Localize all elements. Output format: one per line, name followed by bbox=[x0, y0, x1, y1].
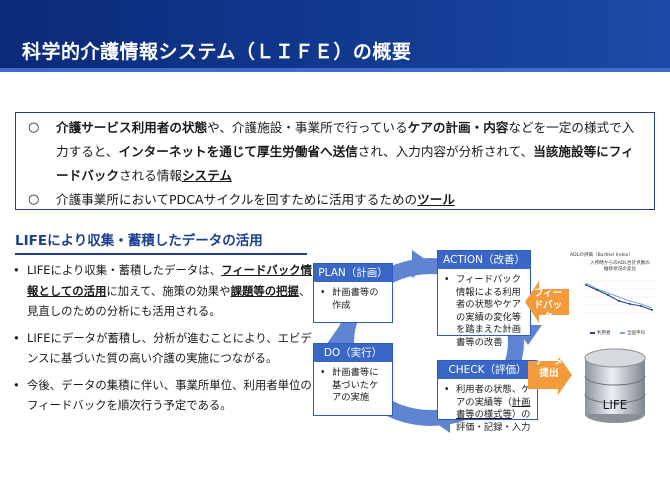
bullet-dot-icon: • bbox=[13, 263, 20, 277]
bullet-dot-icon: • bbox=[444, 274, 450, 285]
do-stage-body: • 計画書等に基づいたケアの実施 bbox=[314, 362, 392, 409]
text-segment: 今後、データの集積に伴い、事業所単位、利用者単位のフィードバックを順次行う予定で… bbox=[27, 377, 312, 413]
plan-stage: PLAN（計画） • 計画書等の作成 bbox=[313, 263, 393, 323]
feedback-chart-thumbnail: ADLの評価（Barthel Index） 入所時からのADL合計点数の推移状況… bbox=[566, 246, 661, 346]
text-segment: ケアの計画・内容 bbox=[407, 120, 509, 135]
circle-bullet-icon: ○ bbox=[28, 120, 40, 135]
text-segment: 課題等の把握 bbox=[230, 283, 299, 298]
text-segment: などを一定の様式で入力すると、 bbox=[56, 120, 635, 159]
text-segment: LIFEにデータが蓄積し、分析が進むことにより、エビデンスに基づいた質の高い介護… bbox=[27, 330, 312, 366]
cycle-arrow-right-icon bbox=[412, 250, 432, 278]
check-text-underlined: 計画書等の様式等 bbox=[456, 396, 531, 421]
plan-stage-title: PLAN（計画） bbox=[314, 264, 392, 282]
plan-stage-body: • 計画書等の作成 bbox=[314, 282, 392, 316]
action-stage-text: フィードバック情報による利用者の状態やケアの実績の変化等を踏まえた計画書等の改善 bbox=[456, 274, 522, 348]
title-bar: 科学的介護情報システム（ＬＩＦＥ）の概要 bbox=[0, 0, 670, 72]
mini-chart-legend-national: 全国平均 bbox=[627, 331, 645, 336]
summary-row: ○ 介護サービス利用者の状態や、介護施設・事業所で行っているケアの計画・内容など… bbox=[28, 116, 644, 188]
check-stage-body: • 利用者の状態、ケアの実績等（計画書等の様式等）の評価・記録・入力 bbox=[438, 379, 537, 438]
mini-chart-title: ADLの評価（Barthel Index） bbox=[570, 253, 633, 258]
check-text-post: ）の評価・記録・入力 bbox=[456, 409, 531, 433]
text-segment: 当該施設等にフィードバック bbox=[56, 144, 634, 183]
cycle-arrow-up-icon bbox=[326, 325, 354, 345]
bullet-dot-icon: • bbox=[13, 377, 20, 392]
text-segment: や、介護施設・事業所で行っている bbox=[207, 120, 408, 135]
title-stripe bbox=[0, 68, 670, 72]
list-item: • LIFEにより収集・蓄積したデータは、フィードバック情報としての活用に加えて… bbox=[13, 260, 313, 322]
action-stage-body: • フィードバック情報による利用者の状態やケアの実績の変化等を踏まえた計画書等の… bbox=[438, 269, 530, 354]
summary-row-text: 介護事業所においてPDCAサイクルを回すために活用するためのツール bbox=[56, 192, 455, 207]
page-title: 科学的介護情報システム（ＬＩＦＥ）の概要 bbox=[22, 41, 412, 63]
text-segment: インターネットを通じて厚生労働省へ送信 bbox=[118, 144, 358, 159]
do-stage-text: 計画書等に基づいたケアの実施 bbox=[332, 367, 379, 404]
data-submit-label: データ提出 bbox=[534, 356, 564, 379]
mini-chart-legend-user: 利用者 bbox=[597, 331, 611, 336]
feedback-label: フィードバック bbox=[533, 288, 563, 323]
do-stage: DO（実行） • 計画書等に基づいたケアの実施 bbox=[313, 343, 393, 416]
text-segment: LIFEにより収集・蓄積したデータは、 bbox=[27, 263, 222, 277]
text-segment: 介護サービス利用者の状態 bbox=[56, 120, 208, 135]
feedback-arrow-icon bbox=[525, 281, 569, 323]
text-segment: される情報 bbox=[118, 168, 182, 183]
mini-chart-plot bbox=[582, 280, 656, 334]
text-segment: され、入力内容が分析されて、 bbox=[357, 144, 534, 159]
summary-row: ○ 介護事業所においてPDCAサイクルを回すために活用するためのツール bbox=[28, 188, 644, 212]
action-stage: ACTION（改善） • フィードバック情報による利用者の状態やケアの実績の変化… bbox=[437, 250, 531, 348]
database-icon bbox=[584, 348, 646, 423]
circle-bullet-icon: ○ bbox=[28, 192, 40, 207]
bullet-dot-icon: • bbox=[444, 384, 450, 395]
database-label: LIFE bbox=[602, 398, 628, 412]
text-segment: ツール bbox=[417, 192, 455, 207]
section-heading: LIFEにより収集・蓄積したデータの活用 bbox=[15, 229, 307, 255]
data-usage-list: • LIFEにより収集・蓄積したデータは、フィードバック情報としての活用に加えて… bbox=[13, 260, 313, 422]
check-text-pre: 利用者の状態、ケアの実績等（ bbox=[456, 384, 531, 408]
text-segment: 介護事業所においてPDCAサイクルを回すために活用するための bbox=[56, 192, 418, 207]
list-item: • 今後、データの集積に伴い、事業所単位、利用者単位のフィードバックを順次行う予… bbox=[13, 375, 313, 416]
plan-stage-text: 計画書等の作成 bbox=[332, 287, 379, 311]
action-stage-title: ACTION（改善） bbox=[438, 251, 530, 269]
text-segment: フィードバック情報としての活用 bbox=[27, 263, 312, 298]
text-segment: システム bbox=[181, 168, 232, 183]
bullet-dot-icon: • bbox=[320, 367, 326, 378]
list-item-text: 今後、データの集積に伴い、事業所単位、利用者単位のフィードバックを順次行う予定で… bbox=[27, 378, 312, 413]
bullet-dot-icon: • bbox=[320, 287, 326, 298]
summary-box: ○ 介護サービス利用者の状態や、介護施設・事業所で行っているケアの計画・内容など… bbox=[15, 112, 655, 210]
text-segment: に加えて、施策の効果や bbox=[106, 283, 231, 298]
list-item-text: LIFEにデータが蓄積し、分析が進むことにより、エビデンスに基づいた質の高い介護… bbox=[27, 331, 312, 366]
check-stage: CHECK（評価） • 利用者の状態、ケアの実績等（計画書等の様式等）の評価・記… bbox=[437, 360, 538, 433]
list-item: • LIFEにデータが蓄積し、分析が進むことにより、エビデンスに基づいた質の高い… bbox=[13, 328, 313, 369]
bullet-dot-icon: • bbox=[13, 330, 20, 345]
check-stage-text: 利用者の状態、ケアの実績等（計画書等の様式等）の評価・記録・入力 bbox=[456, 384, 530, 433]
text-segment: 、見直しのための分析にも活用される。 bbox=[27, 283, 311, 319]
do-stage-title: DO（実行） bbox=[314, 344, 392, 362]
mini-chart-subtitle: 入所時からのADL合計点数の推移状況の変化 bbox=[590, 261, 650, 272]
check-stage-title: CHECK（評価） bbox=[438, 361, 537, 379]
list-item-text: LIFEにより収集・蓄積したデータは、フィードバック情報としての活用に加えて、施… bbox=[27, 263, 312, 318]
summary-row-text: 介護サービス利用者の状態や、介護施設・事業所で行っているケアの計画・内容などを一… bbox=[56, 120, 634, 183]
data-submit-arrow-icon bbox=[528, 355, 572, 395]
